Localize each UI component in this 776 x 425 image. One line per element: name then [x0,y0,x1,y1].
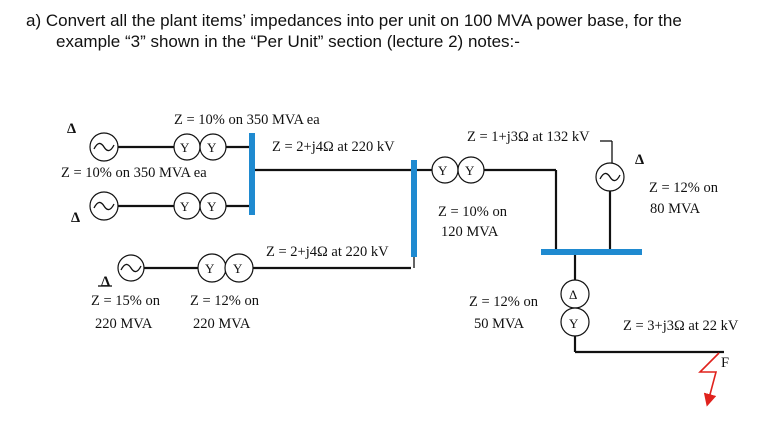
transformer-icon: Y Y [431,156,485,184]
t220-mva-label: 220 MVA [193,316,251,332]
g220-z-label: Z = 15% on [91,293,161,309]
fault-label: F [721,355,729,371]
t120-mva-label: 120 MVA [441,224,499,240]
t220-z-label: Z = 12% on [190,293,260,309]
wye-icon: Y [233,261,243,276]
wye-icon: Y [180,199,190,214]
wye-icon: Y [180,140,190,155]
wye-icon: Y [438,163,448,178]
t50-z-label: Z = 12% on [469,294,539,310]
g80-mva-label: 80 MVA [650,201,701,217]
generator-icon [595,162,625,192]
generator-icon [89,191,119,221]
busbar-2 [411,160,417,257]
t120-z-label: Z = 10% on [438,204,508,220]
wye-icon: Y [207,140,217,155]
question-line-2: example “3” shown in the “Per Unit” sect… [56,32,520,51]
transformer-icon: Y Y [197,253,254,283]
wye-icon: Y [207,199,217,214]
gen-pair-top-label: Z = 10% on 350 MVA ea [174,112,320,128]
fault-arrow-icon [698,352,720,407]
transformer-icon: Y Y [173,133,227,161]
delta-icon: Δ [635,152,644,168]
generator-icon [117,254,145,282]
transformer-icon: Δ Y [560,279,590,337]
generator-icon [89,132,119,162]
gen-pair-mid-label: Z = 10% on 350 MVA ea [61,165,207,181]
line-220kv-upper-label: Z = 2+j4Ω at 220 kV [272,139,395,155]
t50-mva-label: 50 MVA [474,316,525,332]
line-132kv-label: Z = 1+j3Ω at 132 kV [467,129,590,145]
wye-icon: Y [205,261,215,276]
transformer-icon: Y Y [173,192,227,220]
delta-icon: Δ [101,274,110,290]
delta-icon: Δ [71,210,80,226]
wiring [118,145,724,354]
line-220kv-lower-label: Z = 2+j4Ω at 220 kV [266,244,389,260]
g80-z-label: Z = 12% on [649,180,719,196]
question-line-1: a) Convert all the plant items’ impedanc… [26,11,682,30]
question-text: a) Convert all the plant items’ impedanc… [26,10,766,52]
wye-icon: Y [569,316,579,331]
delta-icon: Δ [569,287,577,302]
busbar-1 [249,133,255,215]
line-22kv-label: Z = 3+j3Ω at 22 kV [623,318,739,334]
g220-mva-label: 220 MVA [95,316,153,332]
wye-icon: Y [465,163,475,178]
busbar-3 [541,249,642,255]
delta-icon: Δ [67,121,76,137]
